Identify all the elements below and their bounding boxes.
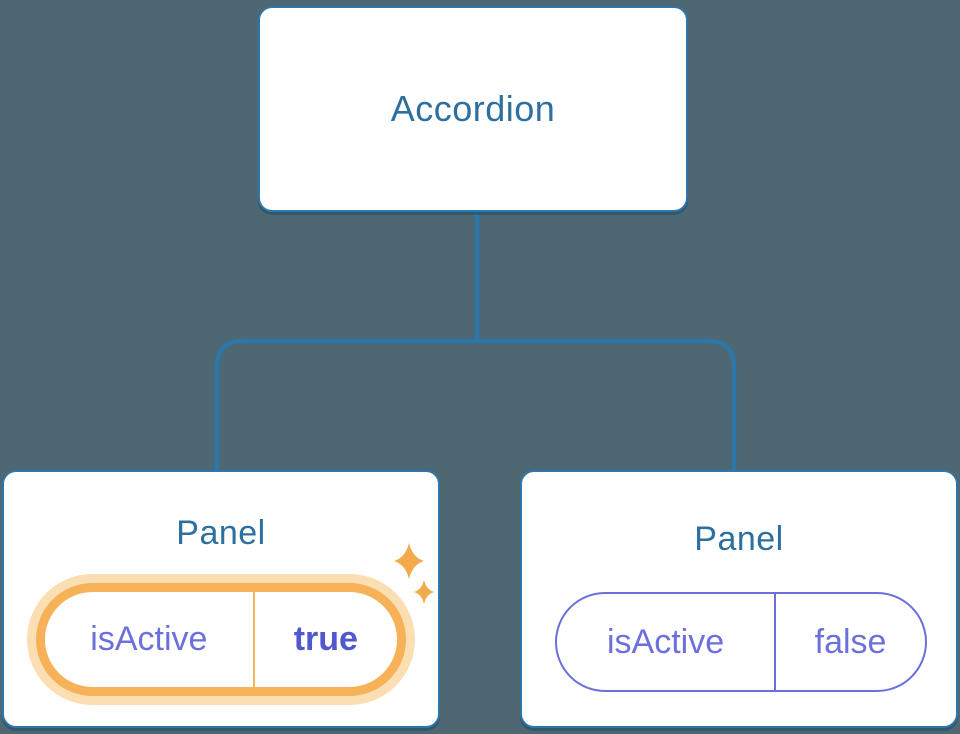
sparkle-small xyxy=(414,580,434,604)
prop-name: isActive xyxy=(606,622,725,661)
accordion-node-label: Accordion xyxy=(390,88,556,129)
connector-branch xyxy=(214,338,737,470)
pill-divider xyxy=(774,594,777,690)
pill-divider xyxy=(252,592,255,687)
panel-node-active: Panel isActive true xyxy=(2,470,440,728)
isactive-prop-pill-active: isActive true xyxy=(36,583,406,696)
sparkles-icon xyxy=(394,543,434,604)
prop-value: true xyxy=(293,620,358,658)
prop-name: isActive xyxy=(90,620,208,658)
isactive-prop-pill-inactive: isActive false xyxy=(555,592,927,692)
panel-node-title: Panel xyxy=(694,520,784,558)
accordion-node: Accordion xyxy=(258,6,688,212)
panel-node-inactive: Panel isActive false xyxy=(520,470,958,728)
panel-node-title: Panel xyxy=(176,514,266,552)
prop-value: false xyxy=(814,622,887,661)
sparkle-large xyxy=(394,543,424,579)
